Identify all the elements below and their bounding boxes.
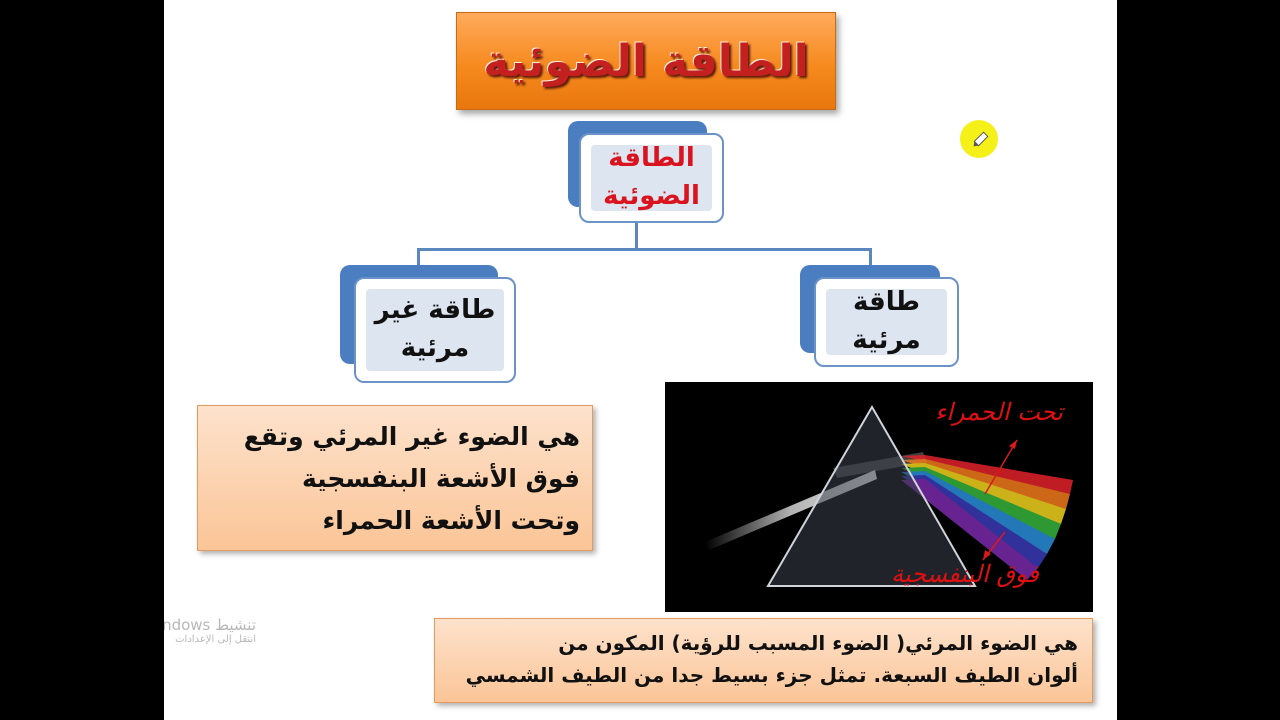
invisible-desc-line2: فوق الأشعة البنفسجية bbox=[301, 464, 580, 493]
infrared-label: تحت الحمراء bbox=[935, 398, 1065, 426]
title-banner: الطاقة الضوئية bbox=[456, 12, 836, 110]
pointer-highlight bbox=[960, 120, 998, 158]
visible-desc-line2: ألوان الطيف السبعة. تمثل جزء بسيط جدا من… bbox=[465, 663, 1078, 687]
ultraviolet-label: فوق البنفسجية bbox=[891, 560, 1039, 588]
prism-triangle bbox=[766, 405, 977, 587]
pen-cursor-icon bbox=[973, 131, 989, 147]
root-node-line1: الطاقة bbox=[608, 143, 695, 174]
invisible-desc-line3: وتحت الأشعة الحمراء bbox=[322, 506, 581, 535]
tree-connector-stem bbox=[635, 222, 638, 249]
invisible-energy-node: طاقة غير مرئية bbox=[354, 277, 516, 383]
slide: الطاقة الضوئية الطاقة الضوئية طاقة غير م… bbox=[164, 0, 1117, 720]
root-node: الطاقة الضوئية bbox=[579, 133, 724, 223]
prism-dispersion-image: تحت الحمراء فوق البنفسجية bbox=[665, 382, 1093, 612]
tree-connector-left bbox=[417, 248, 420, 268]
color-spectrum bbox=[901, 455, 1073, 580]
visible-desc-line1: هي الضوء المرئي( الضوء المسبب للرؤية) ال… bbox=[558, 631, 1078, 655]
tree-connector-bar bbox=[417, 248, 872, 251]
slide-title: الطاقة الضوئية bbox=[483, 35, 809, 87]
invisible-node-line2: مرئية bbox=[400, 333, 470, 363]
invisible-desc-line1: هي الضوء غير المرئي وتقع bbox=[243, 422, 580, 451]
infrared-arrow-icon bbox=[984, 439, 1018, 495]
visible-light-description: هي الضوء المرئي( الضوء المسبب للرؤية) ال… bbox=[434, 618, 1093, 703]
tree-connector-right bbox=[869, 248, 872, 268]
root-node-line2: الضوئية bbox=[603, 181, 700, 211]
invisible-light-description: هي الضوء غير المرئي وتقع فوق الأشعة البن… bbox=[197, 405, 593, 551]
invisible-node-line1: طاقة غير bbox=[374, 295, 496, 326]
visible-node-line1: طاقة bbox=[852, 287, 921, 318]
visible-energy-node: طاقة مرئية bbox=[814, 277, 959, 367]
prism-illustration: تحت الحمراء فوق البنفسجية bbox=[705, 398, 1073, 588]
visible-node-line2: مرئية bbox=[852, 325, 921, 355]
watermark-line2: انتقل إلى الإعدادات bbox=[175, 634, 256, 645]
watermark-line1: تنشيط Windows bbox=[164, 616, 256, 634]
activation-watermark: تنشيط Windows انتقل إلى الإعدادات bbox=[164, 616, 256, 645]
